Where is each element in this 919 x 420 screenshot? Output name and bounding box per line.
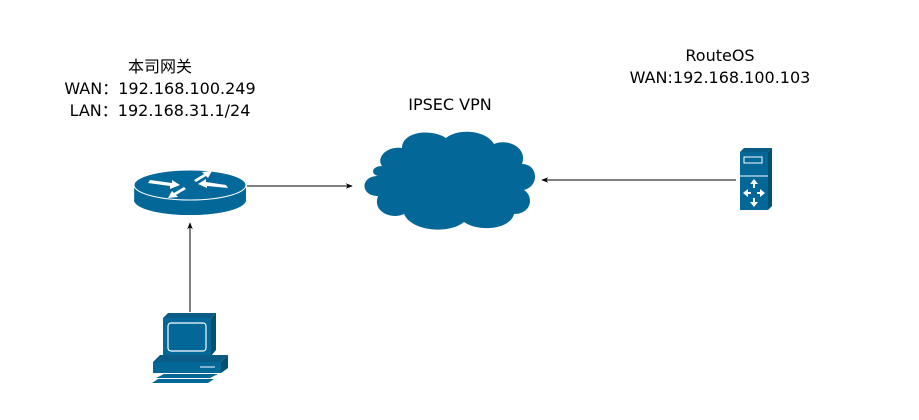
vpn-title: IPSEC VPN (408, 95, 492, 114)
remote-label: RouteOS WAN:192.168.100.103 (590, 45, 850, 89)
vpn-label: IPSEC VPN (350, 94, 550, 116)
server-icon[interactable] (740, 148, 772, 210)
gateway-wan: WAN：192.168.100.249 (64, 79, 256, 98)
cloud-icon[interactable] (364, 131, 536, 230)
gateway-title: 本司网关 (127, 57, 192, 76)
remote-wan: WAN:192.168.100.103 (629, 68, 811, 87)
pc-icon[interactable] (152, 313, 228, 383)
gateway-lan: LAN：192.168.31.1/24 (69, 101, 251, 120)
gateway-label: 本司网关 WAN：192.168.100.249 LAN：192.168.31.… (30, 56, 290, 122)
router-icon[interactable] (133, 169, 247, 215)
remote-title: RouteOS (685, 46, 755, 65)
